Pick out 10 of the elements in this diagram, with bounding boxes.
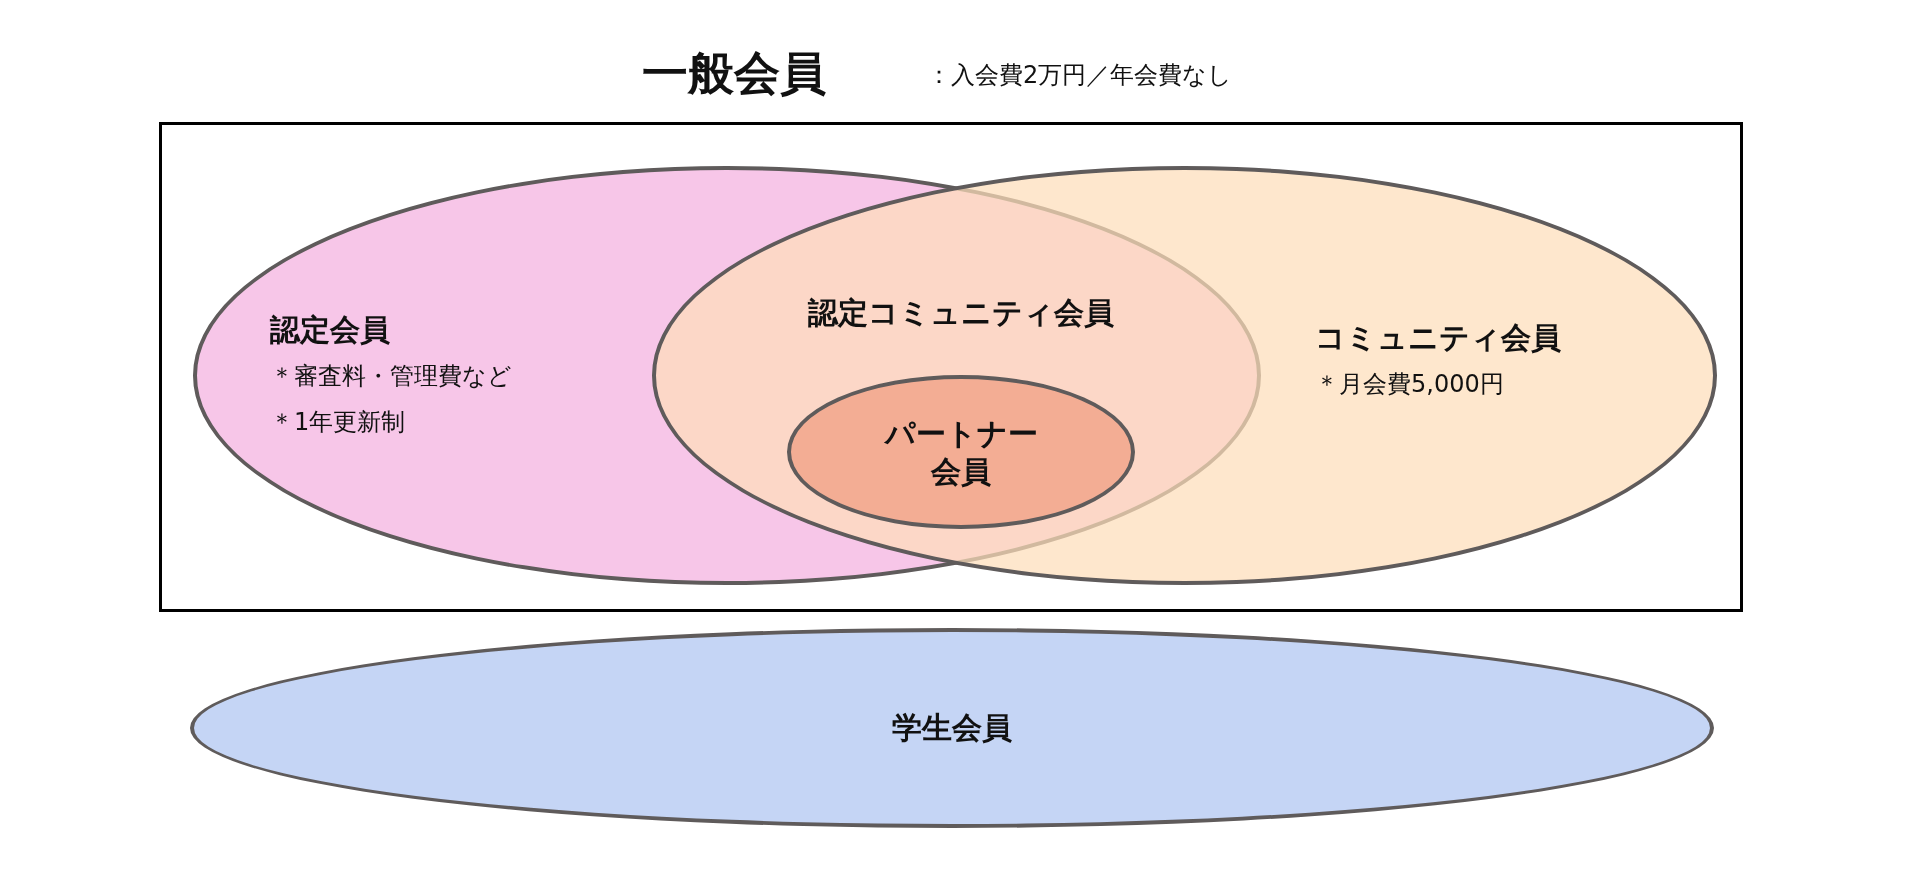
note-text: ＊月会費5,000円 <box>1315 369 1504 400</box>
overlap-label: 認定コミュニティ会員 <box>807 294 1115 332</box>
group-label: コミュニティ会員 <box>1315 319 1561 357</box>
group-label: パートナー会員 <box>883 414 1039 490</box>
note-text: ＊1年更新制 <box>270 407 406 438</box>
note-text: ＊審査料・管理費など <box>270 361 512 392</box>
heading: 一般会員 <box>642 45 826 102</box>
group-label: 学生会員 <box>891 709 1013 747</box>
group-label: 認定会員 <box>270 311 390 349</box>
fee-note: ：入会費2万円／年会費なし <box>927 60 1233 91</box>
